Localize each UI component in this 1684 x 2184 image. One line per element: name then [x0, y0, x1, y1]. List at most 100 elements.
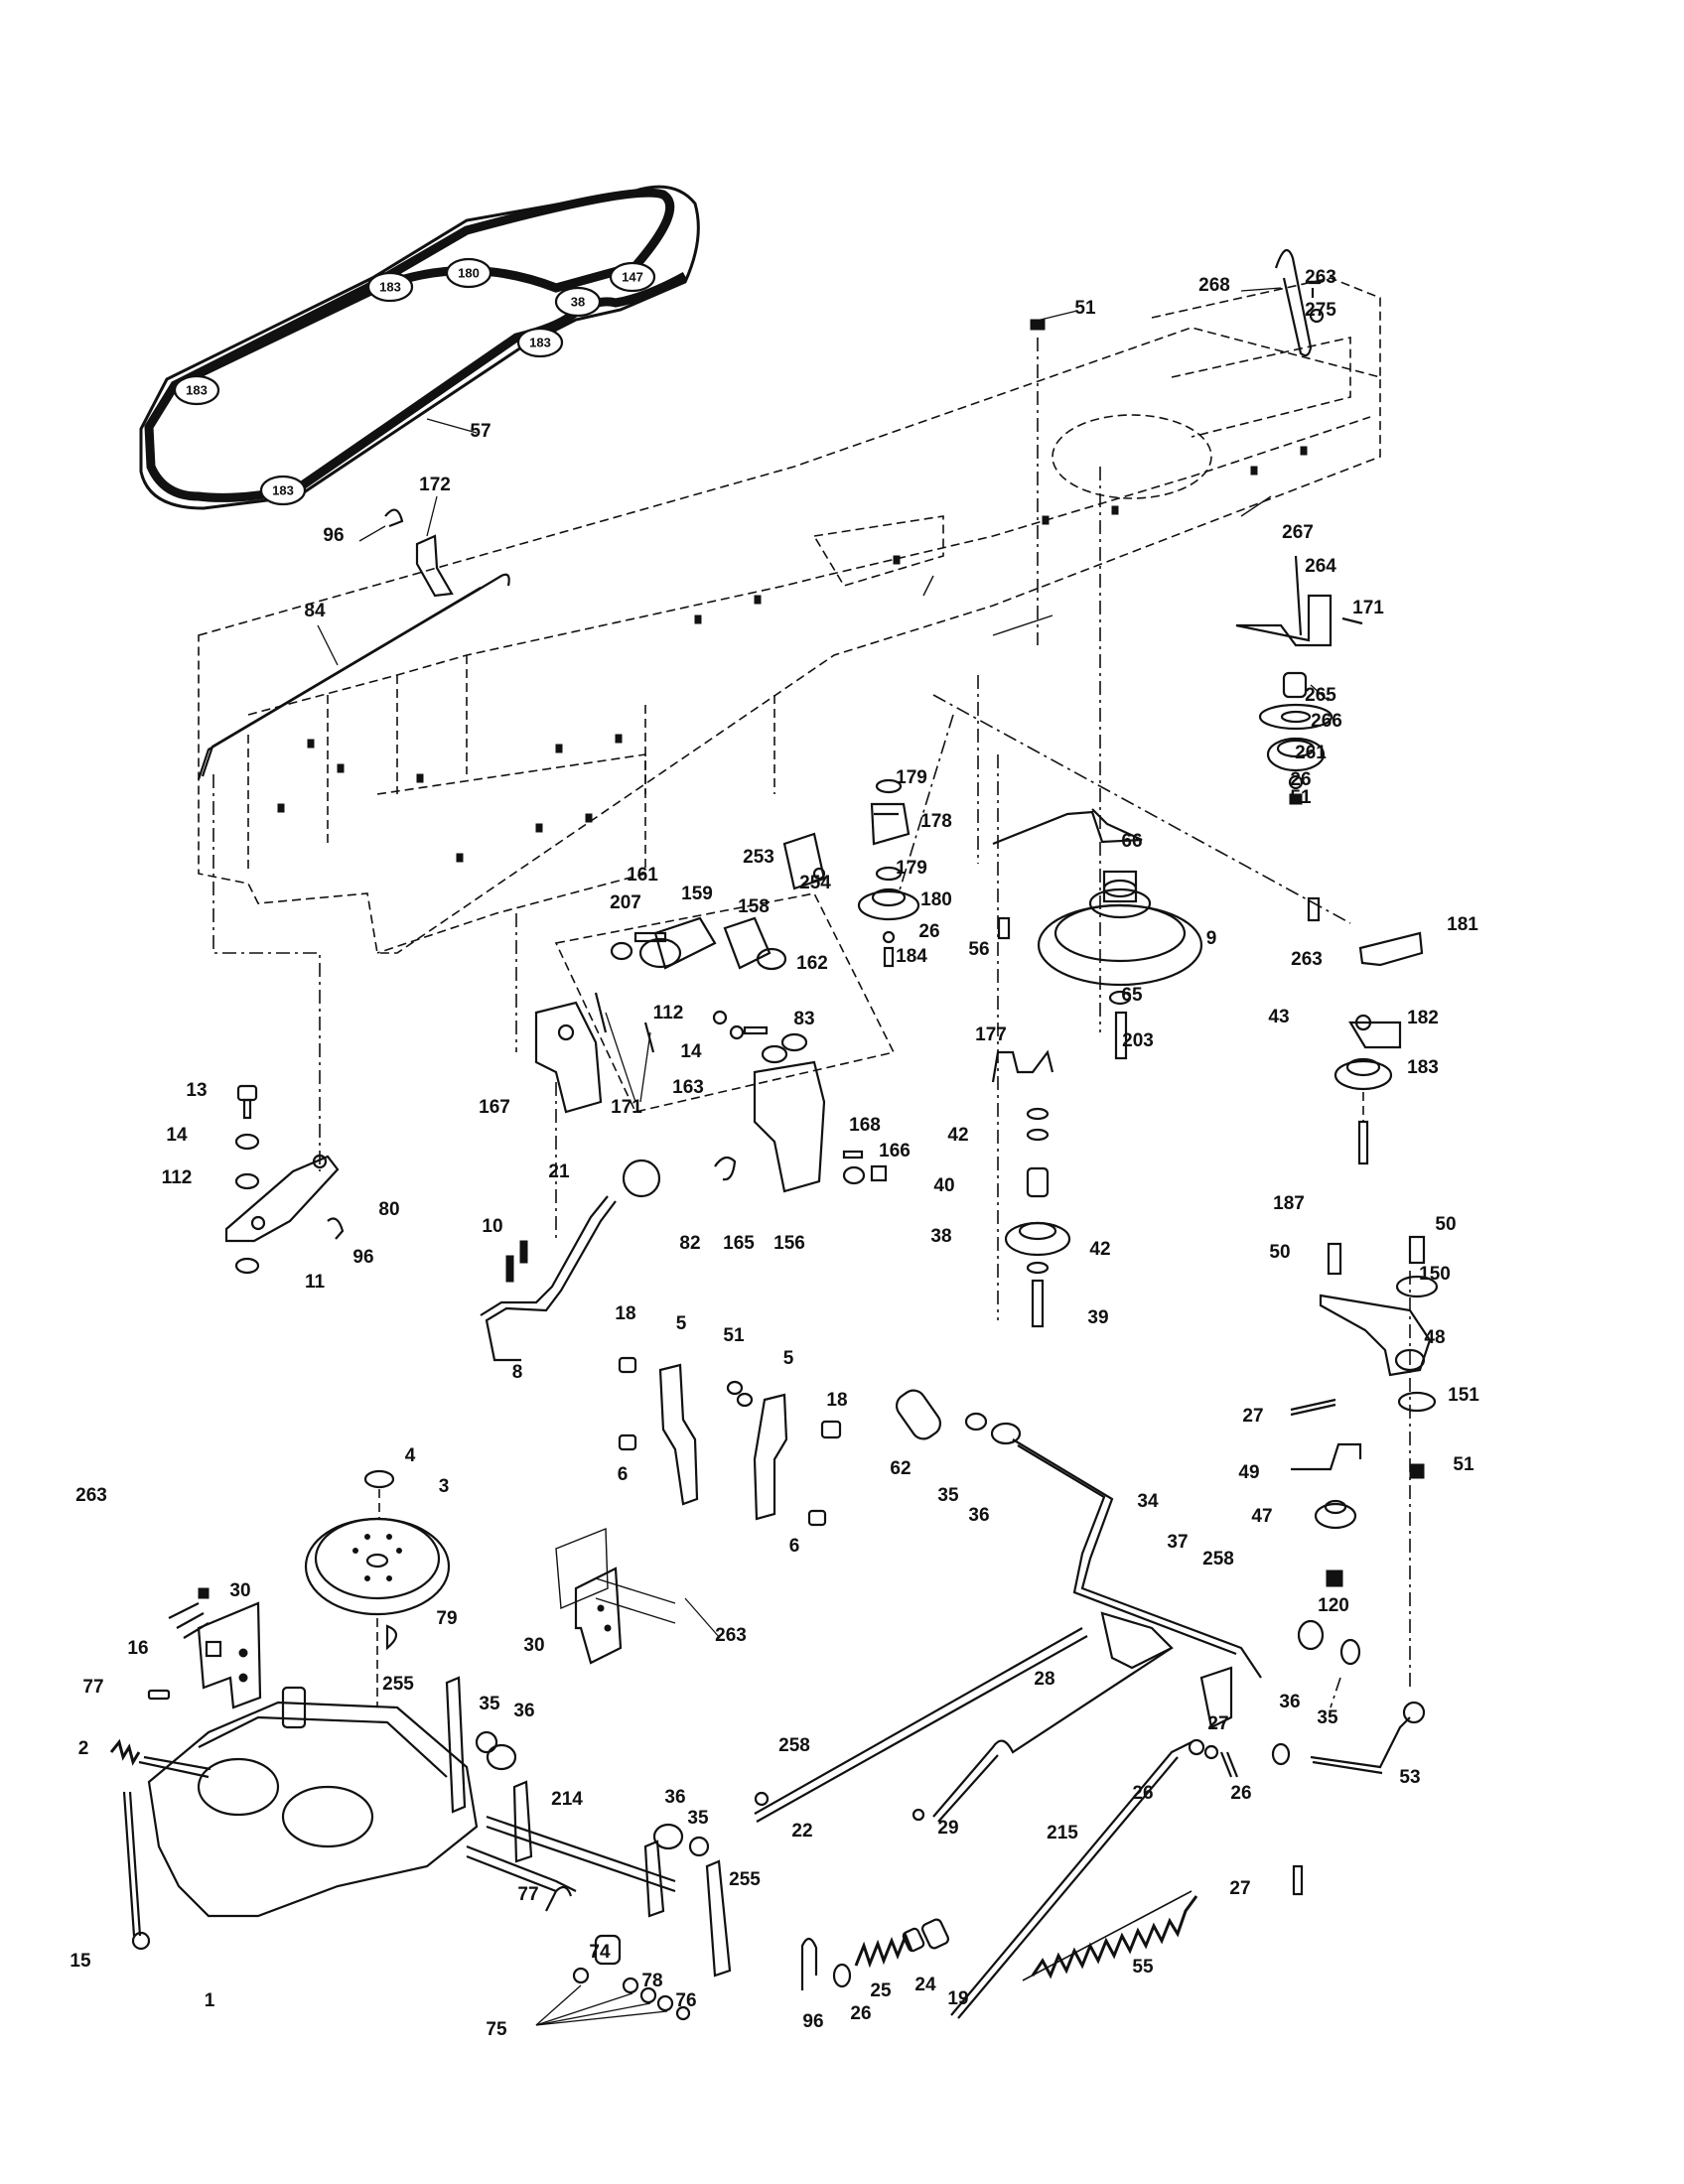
callout-36: 36 — [968, 1505, 989, 1526]
belt-label-180: 180 — [458, 266, 480, 281]
idler-stack-right — [1235, 555, 1363, 805]
callout-30: 30 — [229, 1580, 250, 1601]
callout-83: 83 — [793, 1009, 814, 1029]
callout-156: 156 — [773, 1233, 805, 1254]
part-214-shaft — [445, 1676, 732, 1978]
belt-label-183: 183 — [379, 280, 401, 295]
callout-43: 43 — [1268, 1007, 1289, 1027]
callout-35: 35 — [687, 1808, 709, 1829]
part-34-rod — [895, 1389, 1262, 1679]
callout-255: 255 — [729, 1869, 761, 1890]
callout-26: 26 — [918, 921, 939, 942]
callout-65: 65 — [1121, 985, 1143, 1006]
callout-18: 18 — [615, 1303, 635, 1324]
callout-36: 36 — [513, 1701, 534, 1721]
callout-180: 180 — [920, 889, 952, 910]
idler-stack-center — [857, 778, 920, 968]
callout-253: 253 — [743, 847, 774, 868]
callout-66: 66 — [1121, 831, 1142, 852]
callout-34: 34 — [1137, 1491, 1159, 1512]
callout-171: 171 — [611, 1097, 642, 1118]
callout-51: 51 — [723, 1325, 745, 1346]
drive-belt — [139, 185, 700, 510]
callout-26: 26 — [1132, 1783, 1153, 1804]
part-48-bracket — [1290, 1235, 1439, 1587]
callout-80: 80 — [378, 1199, 399, 1220]
part-167-bracket — [534, 992, 655, 1114]
part-30-bracket-left — [168, 1587, 262, 1709]
part-268-tube — [1240, 248, 1325, 357]
belt-label-38: 38 — [571, 295, 585, 310]
part-66-bracket — [992, 808, 1143, 846]
callout-75: 75 — [486, 2019, 507, 2040]
callout-79: 79 — [436, 1608, 457, 1629]
part-9-pulley — [1037, 870, 1203, 1060]
callout-14: 14 — [166, 1125, 188, 1146]
callout-182: 182 — [1407, 1008, 1439, 1028]
callout-267: 267 — [1282, 522, 1314, 543]
callout-168: 168 — [849, 1115, 881, 1136]
part-3-pulley — [304, 1469, 451, 1707]
callout-96: 96 — [802, 2011, 823, 2032]
callout-258: 258 — [1202, 1549, 1234, 1570]
callout-159: 159 — [681, 884, 713, 904]
callout-14: 14 — [680, 1041, 702, 1062]
belt-pulley-markers — [173, 257, 656, 506]
part-172-bracket — [358, 495, 454, 598]
callout-19: 19 — [947, 1988, 968, 2009]
callout-27: 27 — [1242, 1406, 1263, 1427]
callout-48: 48 — [1424, 1327, 1445, 1348]
callout-184: 184 — [896, 946, 927, 967]
callout-35: 35 — [479, 1694, 500, 1714]
callout-268: 268 — [1198, 275, 1230, 296]
callout-177: 177 — [975, 1024, 1007, 1045]
callout-84: 84 — [304, 601, 326, 621]
callout-179: 179 — [896, 858, 927, 879]
callout-203: 203 — [1122, 1030, 1154, 1051]
belt-label-183: 183 — [186, 383, 208, 398]
linkage-rods — [754, 1611, 1426, 2019]
callout-172: 172 — [419, 475, 451, 495]
callout-112: 112 — [162, 1167, 193, 1188]
callout-11: 11 — [305, 1272, 326, 1293]
callout-78: 78 — [641, 1971, 662, 1991]
callout-26: 26 — [1230, 1783, 1251, 1804]
callout-151: 151 — [1448, 1385, 1479, 1406]
callout-26: 26 — [850, 2003, 871, 2024]
callout-35: 35 — [1317, 1707, 1338, 1728]
callout-25: 25 — [870, 1980, 892, 2001]
callout-77: 77 — [82, 1677, 103, 1698]
right-bracket-stack — [1307, 896, 1424, 1165]
callout-4: 4 — [405, 1445, 416, 1466]
callout-74: 74 — [589, 1942, 611, 1963]
callout-163: 163 — [672, 1077, 704, 1098]
callout-42: 42 — [947, 1125, 968, 1146]
callout-18: 18 — [826, 1390, 847, 1411]
belt-label-147: 147 — [622, 270, 643, 285]
callout-207: 207 — [610, 892, 641, 913]
callout-8: 8 — [512, 1362, 523, 1383]
callout-158: 158 — [738, 896, 770, 917]
callout-183: 183 — [1407, 1057, 1439, 1078]
callout-171: 171 — [1352, 598, 1384, 618]
callout-26: 26 — [1290, 769, 1311, 790]
spring-assembly-25 — [800, 1918, 950, 1990]
callout-49: 49 — [1238, 1462, 1259, 1483]
callout-5: 5 — [783, 1348, 794, 1369]
part-51-top-nut — [1030, 310, 1078, 331]
part-253-bracket — [782, 832, 826, 890]
callout-263: 263 — [1305, 267, 1336, 288]
callout-56: 56 — [968, 939, 989, 960]
callout-120: 120 — [1318, 1595, 1349, 1616]
callout-263: 263 — [75, 1485, 107, 1506]
callout-166: 166 — [879, 1141, 911, 1161]
callout-57: 57 — [470, 421, 491, 442]
callout-254: 254 — [799, 873, 831, 893]
callout-30: 30 — [523, 1635, 544, 1656]
part-30-bracket-center — [555, 1527, 721, 1665]
callout-36: 36 — [664, 1787, 685, 1808]
idler-arm-group — [554, 892, 896, 1113]
callout-255: 255 — [382, 1674, 414, 1695]
callout-38: 38 — [930, 1226, 951, 1247]
